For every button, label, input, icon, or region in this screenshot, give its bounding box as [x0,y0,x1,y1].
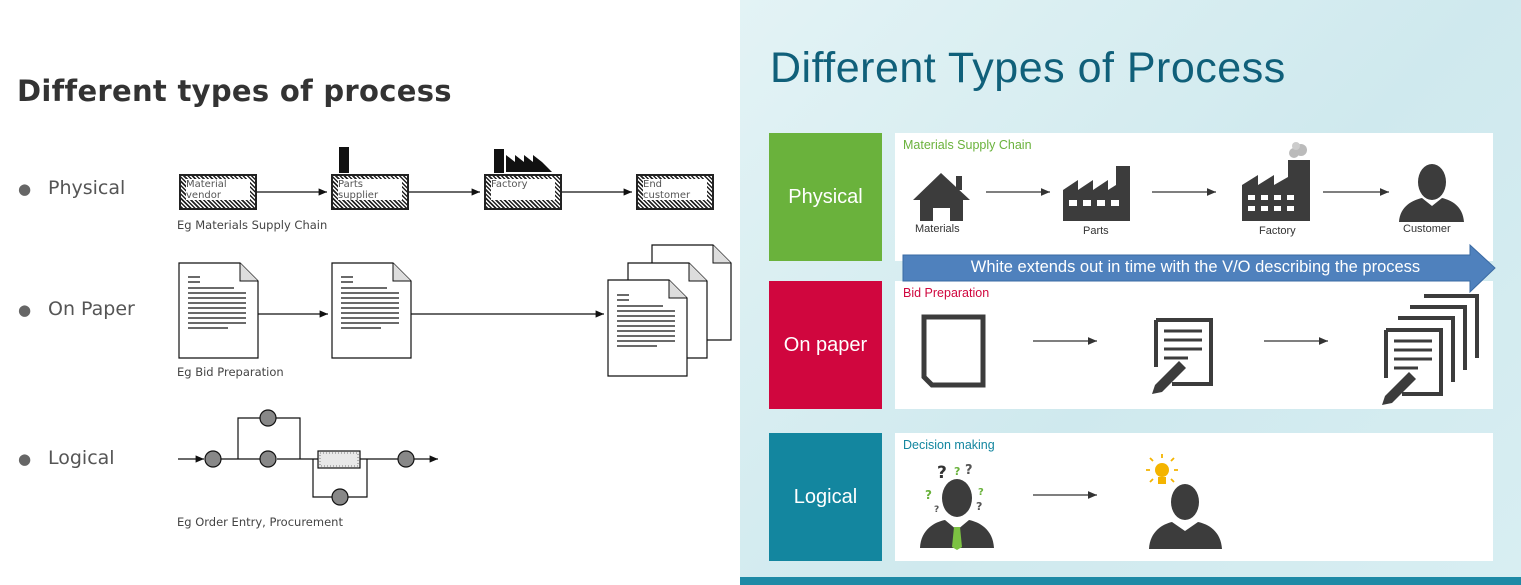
factory-box: Factory [484,174,562,210]
logical-caption: Eg Order Entry, Procurement [177,515,343,529]
document-stack-icon [607,244,732,377]
end-customer-box: End customer [636,174,714,210]
panel-logical: Decision making [895,433,1493,561]
document-icon [178,262,259,359]
bullet-physical: ●Physical [18,177,126,199]
factory-roof-icon [506,155,552,172]
bullet-on-paper: ●On Paper [18,298,135,320]
on-paper-caption: Eg Bid Preparation [177,365,284,379]
panel-title: Decision making [903,438,995,452]
bullet-dot: ● [18,301,32,319]
right-title: Different Types of Process [770,44,1286,92]
tile-physical: Physical [769,133,882,261]
material-vendor-box: Material vendor [179,174,257,210]
left-diagram-lines [178,147,732,506]
left-title: Different types of process [17,74,452,108]
label-factory: Factory [1259,225,1296,237]
panel-title: Materials Supply Chain [903,138,1032,152]
right-bottom-bar [740,577,1521,585]
label-customer: Customer [1403,223,1451,235]
bullet-dot: ● [18,450,32,468]
chimney-icon [339,147,349,173]
tile-logical: Logical [769,433,882,561]
bullet-logical: ●Logical [18,447,115,469]
logical-flow-diagram [178,409,438,506]
physical-caption: Eg Materials Supply Chain [177,218,328,232]
panel-physical: Materials Supply Chain Materials Parts F… [895,133,1493,261]
left-slide: Different types of process ●Physical ●On… [0,0,740,585]
label-materials: Materials [915,223,960,235]
parts-supplier-box: Parts supplier [331,174,409,210]
tile-on-paper: On paper [769,281,882,409]
panel-title: Bid Preparation [903,286,990,300]
panel-on-paper: Bid Preparation [895,281,1493,409]
chimney-icon [494,149,504,173]
document-icon [331,262,412,359]
timeline-banner-text: White extends out in time with the V/O d… [970,258,1421,276]
label-parts: Parts [1083,225,1109,237]
bullet-dot: ● [18,180,32,198]
